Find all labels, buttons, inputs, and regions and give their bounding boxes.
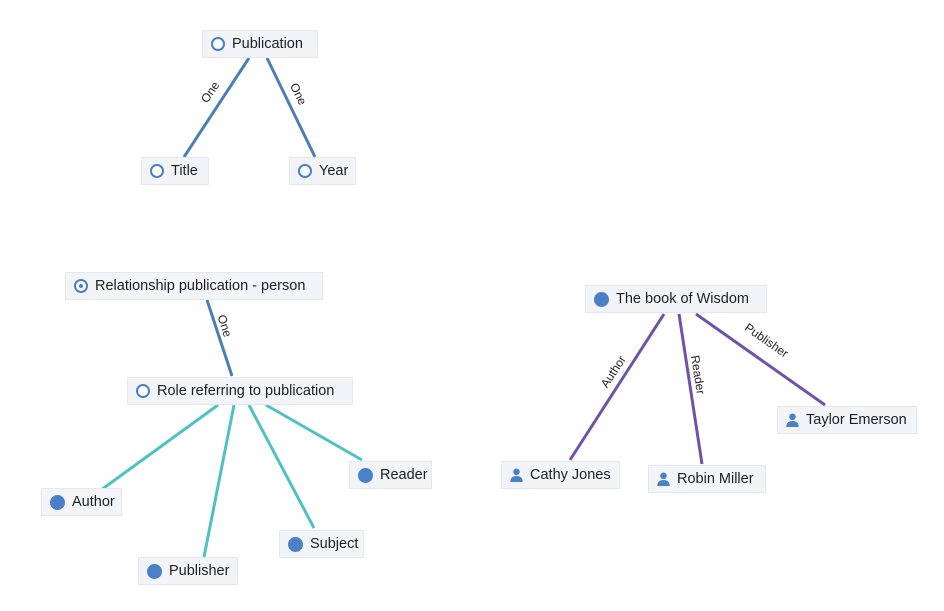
- person-icon: [786, 413, 799, 427]
- edge-role-subject[interactable]: [247, 404, 316, 529]
- node-relationship-publication-person[interactable]: Relationship publication - person: [65, 272, 323, 300]
- node-label: Relationship publication - person: [95, 278, 306, 294]
- node-label: Taylor Emerson: [806, 412, 907, 428]
- edge-label-book-taylor: Publisher: [742, 320, 791, 360]
- edge-book-taylor[interactable]: [695, 312, 826, 407]
- node-the-book-of-wisdom[interactable]: The book of Wisdom: [585, 285, 767, 313]
- circle-filled-icon: [147, 563, 162, 579]
- edge-role-author[interactable]: [100, 403, 219, 492]
- circle-filled-icon: [288, 536, 303, 552]
- node-title[interactable]: Title: [141, 157, 209, 185]
- node-year[interactable]: Year: [289, 157, 356, 185]
- circle-outline-icon: [211, 37, 225, 51]
- circle-dot-icon: [74, 279, 88, 293]
- node-author[interactable]: Author: [41, 488, 122, 516]
- node-label: Author: [72, 494, 115, 510]
- node-label: Title: [171, 163, 198, 179]
- node-label: Publisher: [169, 563, 230, 579]
- node-label: Cathy Jones: [530, 467, 611, 483]
- edge-relationship-role[interactable]: [205, 299, 234, 377]
- edge-publication-year[interactable]: [265, 57, 317, 158]
- node-label: Role referring to publication: [157, 383, 335, 399]
- edge-label-relationship-role: One: [214, 313, 234, 339]
- edge-publication-title[interactable]: [182, 57, 251, 158]
- edge-label-book-robin: Reader: [688, 354, 708, 395]
- circle-outline-icon: [150, 164, 164, 178]
- edge-book-robin[interactable]: [677, 313, 704, 465]
- circle-outline-icon: [136, 384, 150, 398]
- edge-book-cathy[interactable]: [568, 313, 666, 461]
- node-label: Publication: [232, 36, 303, 52]
- node-label: Robin Miller: [677, 471, 754, 487]
- node-label: Subject: [310, 536, 359, 552]
- person-icon: [510, 468, 523, 482]
- node-role-referring-to-publication[interactable]: Role referring to publication: [127, 377, 353, 405]
- circle-filled-icon: [50, 494, 65, 510]
- node-publication[interactable]: Publication: [202, 30, 318, 58]
- node-subject[interactable]: Subject: [279, 530, 364, 558]
- circle-filled-icon: [358, 467, 373, 483]
- person-icon: [657, 472, 670, 486]
- node-reader[interactable]: Reader: [349, 461, 432, 489]
- edge-label-book-cathy: Author: [598, 353, 629, 390]
- node-taylor-emerson[interactable]: Taylor Emerson: [777, 406, 917, 434]
- circle-filled-icon: [594, 291, 609, 307]
- node-label: Year: [319, 163, 349, 179]
- node-cathy-jones[interactable]: Cathy Jones: [501, 461, 620, 489]
- node-publisher[interactable]: Publisher: [138, 557, 238, 585]
- node-robin-miller[interactable]: Robin Miller: [648, 465, 766, 493]
- circle-outline-icon: [298, 164, 312, 178]
- node-label: Reader: [380, 467, 428, 483]
- node-label: The book of Wisdom: [616, 291, 749, 307]
- edge-role-publisher[interactable]: [202, 404, 236, 558]
- edge-role-reader[interactable]: [265, 403, 363, 462]
